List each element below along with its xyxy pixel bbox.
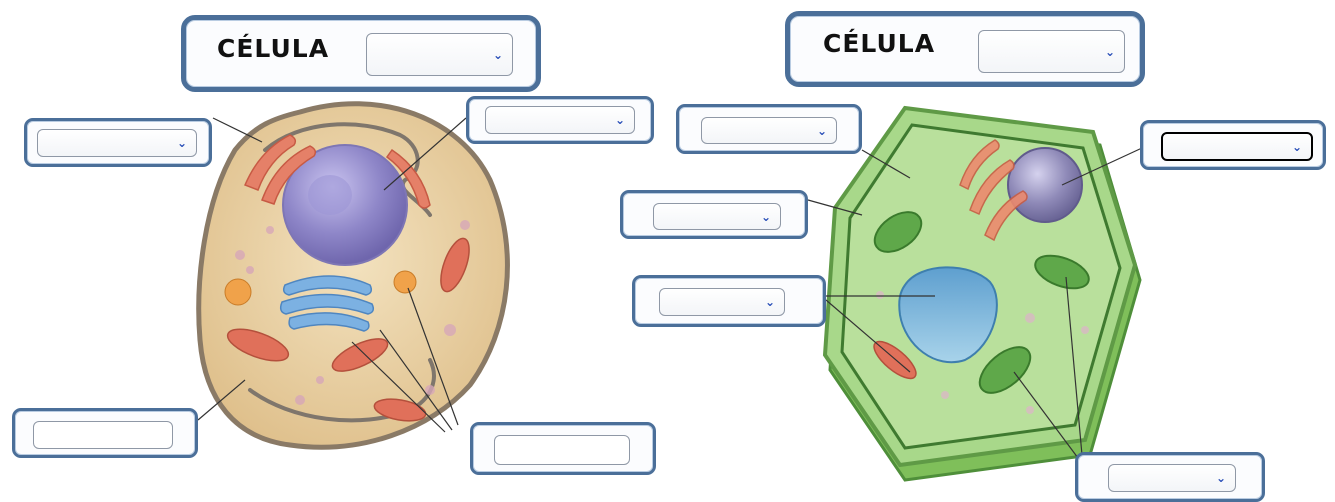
animal-lysosome [225,279,251,305]
animal-nucleus-select[interactable]: ⌄ [485,106,635,134]
animal-label-frame-cytoplasm [12,408,198,458]
chevron-down-icon: ⌄ [1105,46,1115,58]
plant-membrane-select[interactable]: ⌄ [653,203,781,230]
chevron-down-icon: ⌄ [1216,472,1226,484]
chevron-down-icon: ⌄ [765,296,775,308]
chevron-down-icon: ⌄ [817,125,827,137]
plant-title-frame: CÉLULA ⌄ [785,11,1145,87]
animal-nucleolus [308,175,352,215]
animal-title-frame: CÉLULA ⌄ [181,15,541,92]
plant-title-label: CÉLULA [823,29,935,58]
animal-lysosome [394,271,416,293]
plant-label-frame-vacuole: ⌄ [632,275,826,327]
plant-vacuole-select[interactable]: ⌄ [659,288,785,316]
animal-cytoplasm-input[interactable] [33,421,173,449]
plant-chloroplast-select[interactable]: ⌄ [1108,464,1236,492]
chevron-down-icon: ⌄ [1292,141,1302,153]
animal-label-frame-organelles [470,422,656,475]
plant-label-frame-chloroplast: ⌄ [1075,452,1265,502]
plant-label-frame-wall: ⌄ [676,104,862,154]
animal-label-frame-membrane: ⌄ [24,118,212,167]
chevron-down-icon: ⌄ [615,114,625,126]
plant-label-frame-nucleus: ⌄ [1140,120,1326,170]
plant-wall-select[interactable]: ⌄ [701,117,837,144]
animal-cell [199,104,508,447]
animal-cell-type-select[interactable]: ⌄ [366,33,513,76]
animal-title-label: CÉLULA [217,34,329,63]
chevron-down-icon: ⌄ [177,137,187,149]
animal-label-frame-nucleus: ⌄ [466,96,654,144]
plant-nucleus [1008,148,1082,222]
animal-organelles-input[interactable] [494,435,630,465]
chevron-down-icon: ⌄ [493,49,503,61]
plant-cell-type-select[interactable]: ⌄ [978,30,1125,73]
plant-nucleus-select[interactable]: ⌄ [1161,132,1313,161]
chevron-down-icon: ⌄ [761,211,771,223]
animal-golgi [281,276,374,331]
plant-label-frame-membrane: ⌄ [620,190,808,239]
plant-cell [825,108,1140,480]
animal-membrane-select[interactable]: ⌄ [37,129,197,157]
